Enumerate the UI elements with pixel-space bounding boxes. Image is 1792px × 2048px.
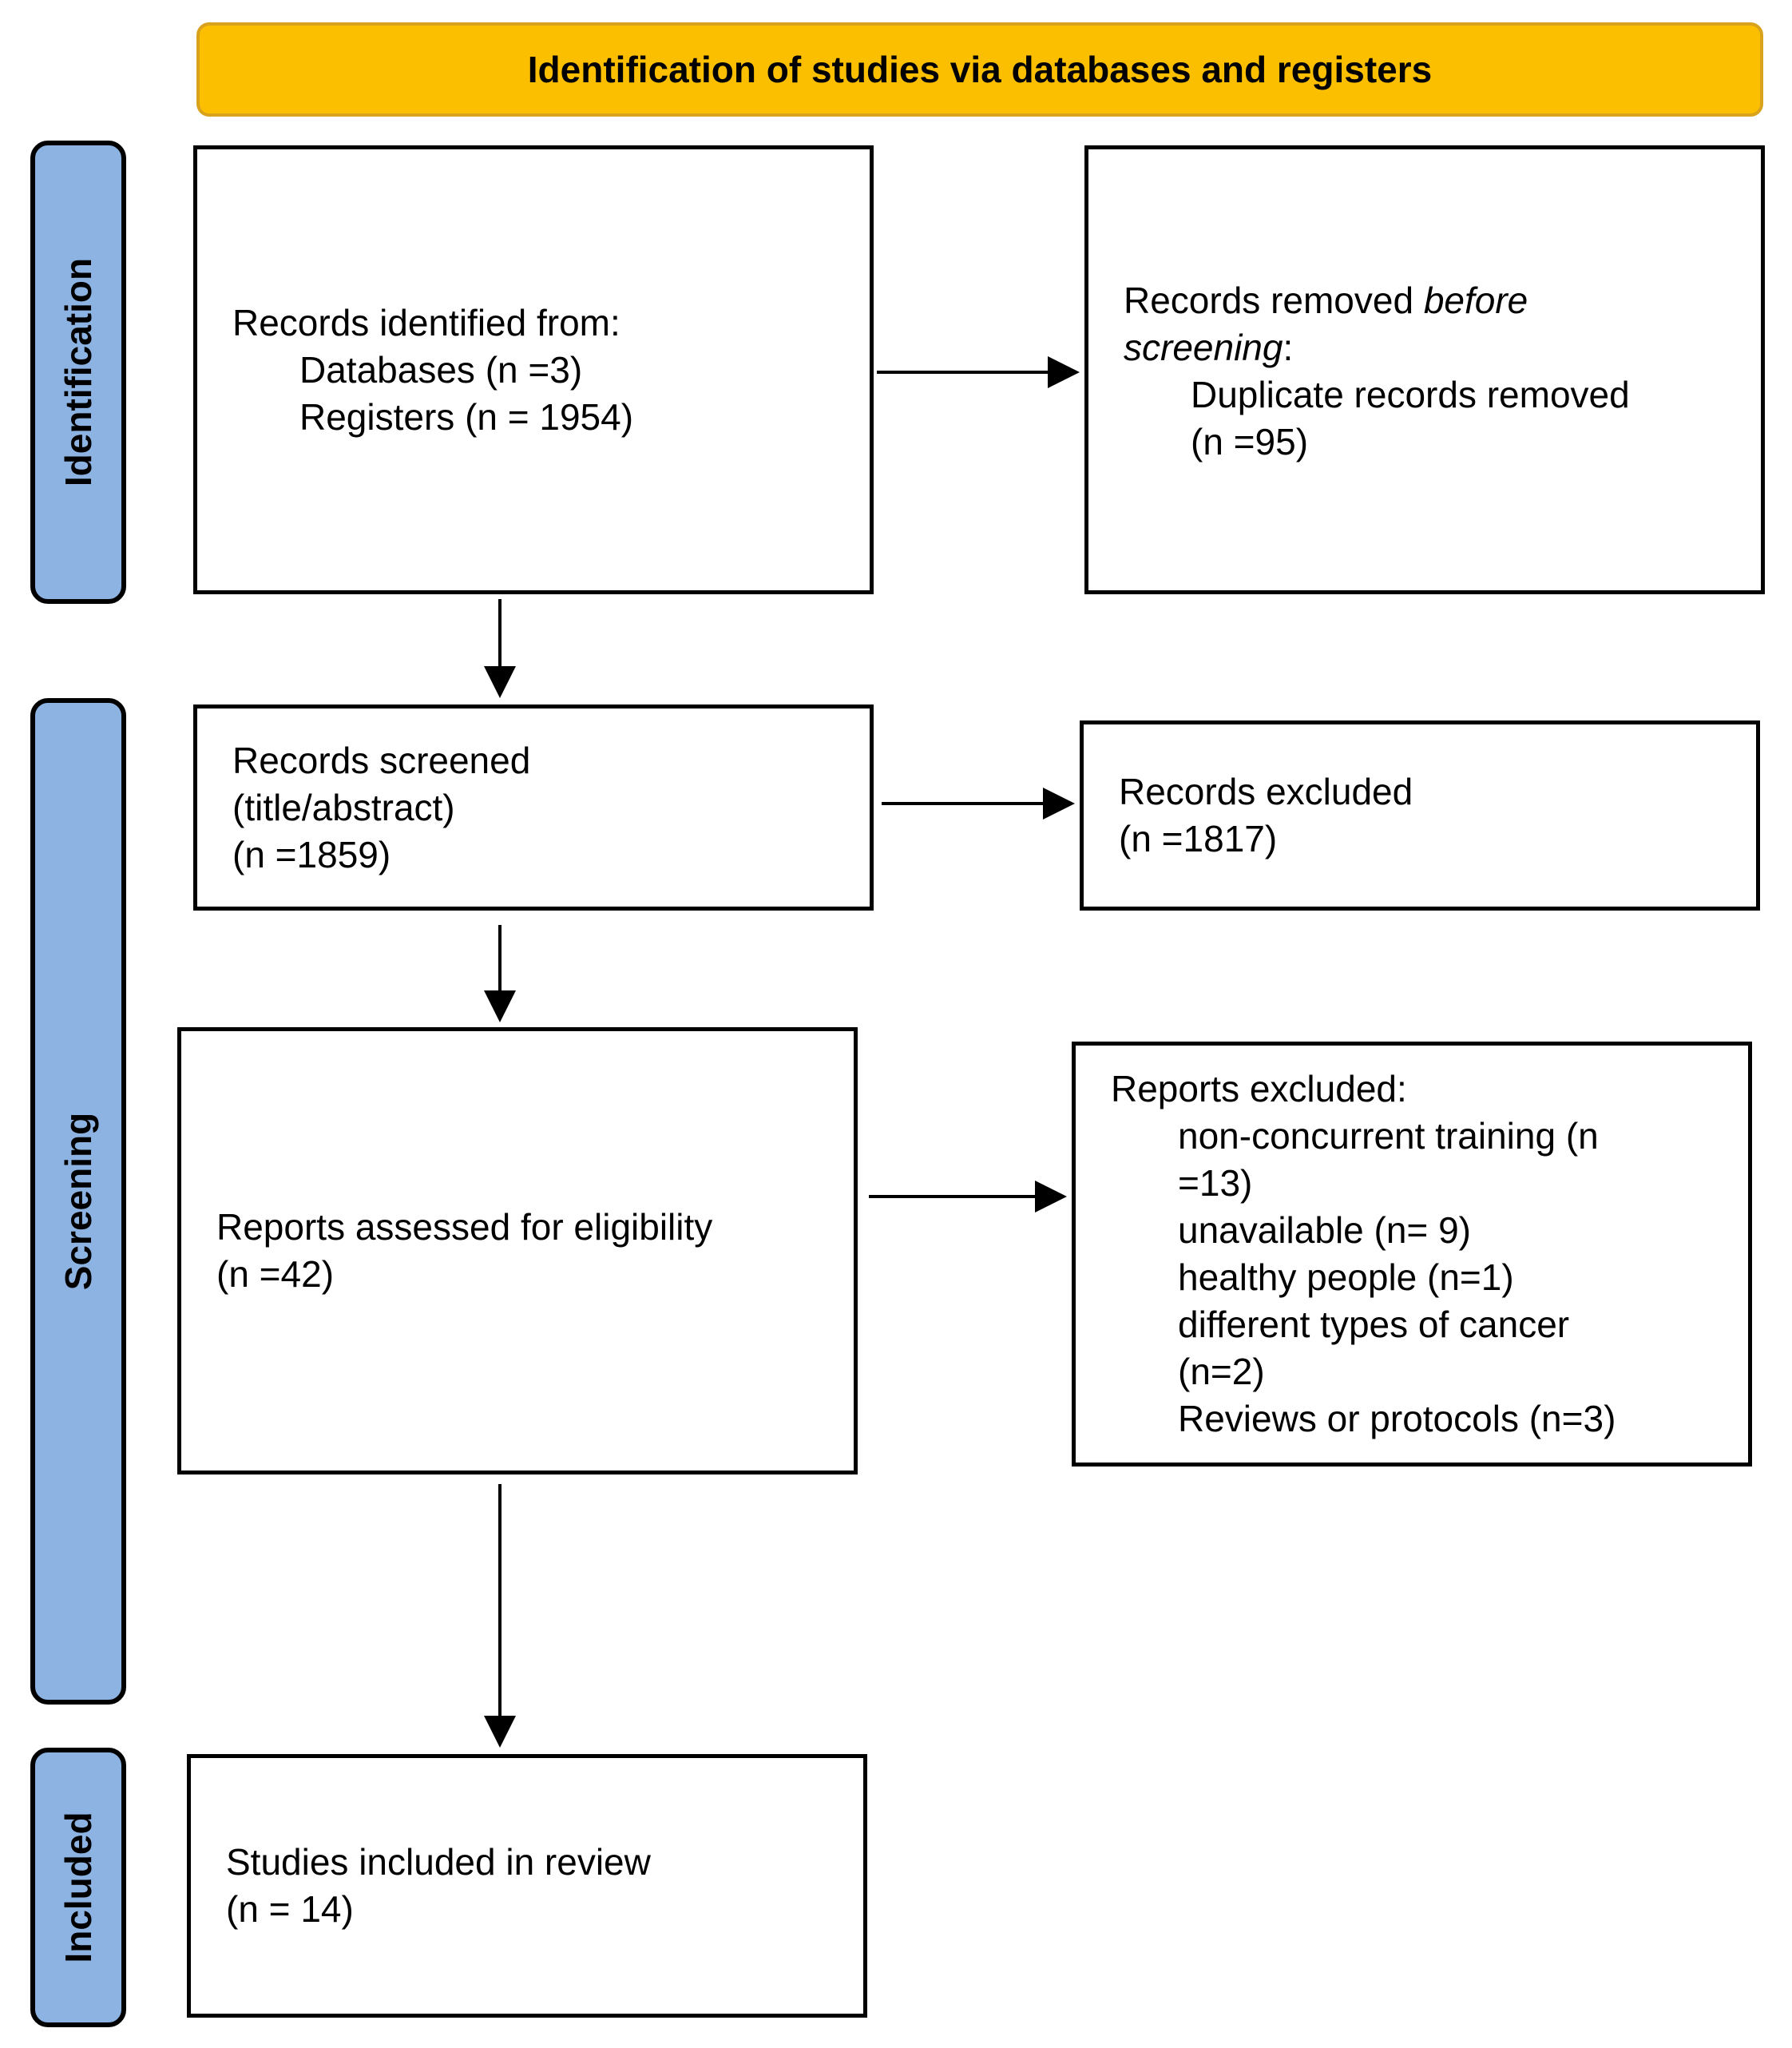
phase-screening: Screening (30, 698, 126, 1705)
reports-excluded-item: different types of cancer (1178, 1304, 1570, 1345)
studies-included-box: Studies included in review (n = 14) (187, 1754, 867, 2018)
reports-excluded-item: =13) (1178, 1162, 1253, 1204)
reports-excluded-box: Reports excluded: non-concurrent trainin… (1072, 1042, 1752, 1467)
records-removed-box: Records removed before screening: Duplic… (1084, 145, 1765, 594)
records-excluded-box: Records excluded (n =1817) (1080, 720, 1760, 911)
phase-identification: Identification (30, 141, 126, 604)
reports-assessed-line1: Reports assessed for eligibility (216, 1206, 713, 1248)
reports-excluded-heading: Reports excluded: (1111, 1068, 1407, 1109)
records-identified-registers: Registers (n = 1954) (299, 395, 634, 438)
records-screened-line1: Records screened (232, 739, 531, 781)
records-removed-count: (n =95) (1191, 421, 1309, 462)
header-banner: Identification of studies via databases … (196, 22, 1763, 117)
records-removed-duplicates: Duplicate records removed (1191, 374, 1630, 415)
records-removed-prefix: Records removed (1124, 280, 1424, 321)
records-excluded-line2: (n =1817) (1119, 818, 1278, 859)
header-title: Identification of studies via databases … (527, 49, 1433, 90)
records-removed-italic-screening: screening (1124, 327, 1283, 368)
reports-assessed-line2: (n =42) (216, 1253, 335, 1295)
records-removed-heading-2: screening: (1124, 324, 1761, 371)
records-identified-box: Records identified from: Databases (n =3… (193, 145, 874, 594)
reports-excluded-item: healthy people (n=1) (1178, 1256, 1514, 1298)
reports-excluded-item: unavailable (n= 9) (1178, 1209, 1471, 1251)
reports-excluded-item: (n=2) (1178, 1351, 1265, 1392)
records-excluded-line1: Records excluded (1119, 771, 1413, 812)
reports-assessed-box: Reports assessed for eligibility (n =42) (177, 1027, 858, 1474)
studies-included-line1: Studies included in review (226, 1841, 651, 1883)
phase-identification-label: Identification (57, 257, 99, 487)
records-identified-heading: Records identified from: (232, 301, 620, 343)
phase-screening-label: Screening (57, 1112, 99, 1291)
records-identified-databases: Databases (n =3) (299, 348, 583, 391)
records-removed-heading-1: Records removed before (1124, 277, 1761, 324)
records-removed-suffix: : (1283, 327, 1294, 368)
studies-included-line2: (n = 14) (226, 1888, 354, 1930)
records-screened-box: Records screened (title/abstract) (n =18… (193, 704, 874, 911)
phase-included: Included (30, 1748, 126, 2027)
records-screened-line3: (n =1859) (232, 833, 391, 875)
records-screened-line2: (title/abstract) (232, 786, 455, 828)
reports-excluded-item: Reviews or protocols (n=3) (1178, 1398, 1616, 1439)
records-removed-italic-before: before (1423, 280, 1528, 321)
phase-included-label: Included (57, 1812, 99, 1963)
reports-excluded-item: non-concurrent training (n (1178, 1115, 1599, 1157)
